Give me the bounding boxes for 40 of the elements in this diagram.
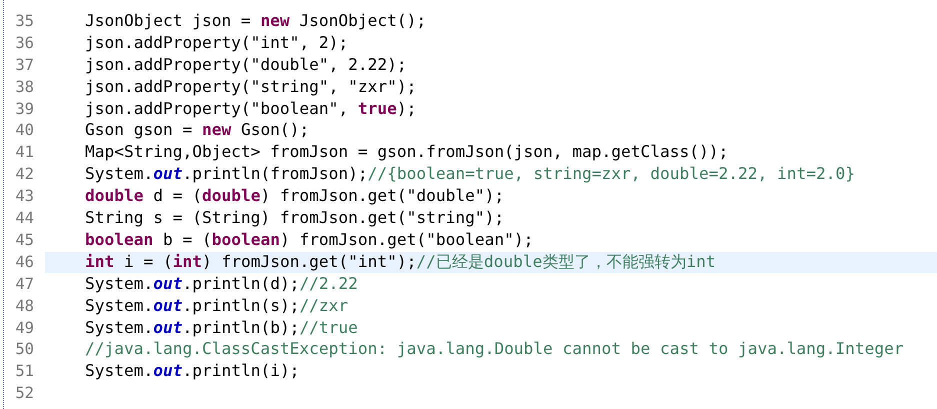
code-line: Map<String,Object> fromJson = gson.fromJson(json, map.getClass()); [85,142,728,162]
line-number: 48 [14,296,34,316]
line-number: 50 [14,339,34,360]
code-comment: //java.lang.ClassCastException: java.lang.Double cannot be cast to java.lang.Integer [85,339,904,360]
code-line: System.out.println(fromJson); [85,164,368,184]
line-number: 40 [14,120,34,140]
line-number: 49 [14,318,34,338]
line-number: 47 [14,274,34,294]
code-line: boolean b = (boolean) fromJson.get("boolean"); [85,230,534,250]
line-number: 36 [14,32,34,53]
code-line: json.addProperty("boolean", true); [85,98,416,118]
line-number: 38 [14,76,34,97]
code-line: Gson gson = new Gson(); [85,120,310,140]
code-line: System.out.println(i); [85,361,300,382]
code-line: json.addProperty("double", 2.22); [85,54,407,75]
line-number: 41 [14,142,34,162]
line-number: 42 [14,164,34,184]
line-number: 43 [14,186,34,206]
line-number: 52 [14,383,34,404]
line-number: 35 [14,10,34,31]
line-number: 45 [14,230,34,250]
code-comment: //zxr [299,296,348,316]
code-line: System.out.println(b); [85,318,300,338]
code-comment: //2.22 [299,274,358,294]
code-comment: //已经是double类型了，不能强转为int [416,252,716,272]
code-line: json.addProperty("int", 2); [85,32,348,53]
line-number: 51 [14,361,34,382]
code-line: JsonObject json = new JsonObject(); [85,10,426,31]
line-number: 46 [14,252,34,272]
code-line: int i = (int) fromJson.get("int"); [85,252,416,272]
code-comment: //true [299,318,358,338]
code-line: json.addProperty("string", "zxr"); [85,76,416,97]
code-line: System.out.println(d); [85,274,300,294]
code-line: double d = (double) fromJson.get("double"); [85,186,504,206]
code-line: System.out.println(s); [85,296,300,316]
code-line: String s = (String) fromJson.get("string"); [85,208,504,228]
line-number: 37 [14,54,34,75]
line-number: 39 [14,98,34,118]
line-number: 44 [14,208,34,228]
code-comment: //{boolean=true, string=zxr, double=2.22, int=2.0} [368,164,855,184]
